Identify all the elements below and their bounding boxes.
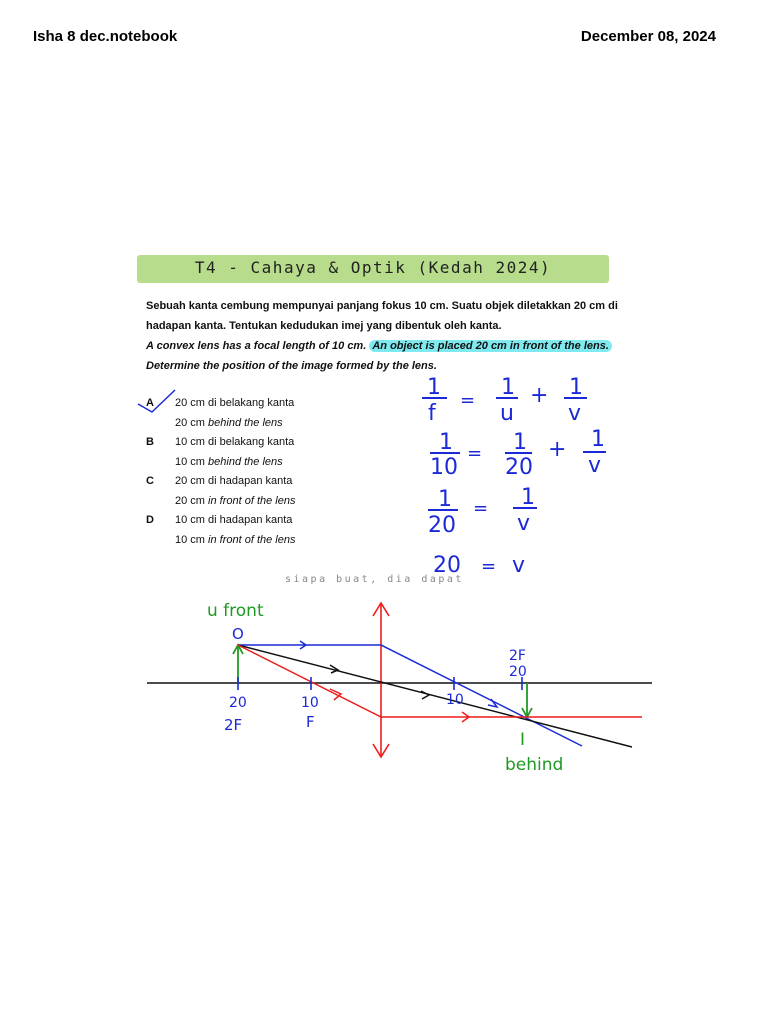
label-behind: behind bbox=[505, 755, 563, 775]
svg-text:=: = bbox=[481, 556, 496, 577]
label-2f-left-value: 20 bbox=[229, 695, 247, 711]
svg-text:v: v bbox=[517, 511, 530, 536]
notebook-name: Isha 8 dec.notebook bbox=[33, 28, 178, 45]
svg-text:1: 1 bbox=[438, 487, 452, 512]
svg-text:20: 20 bbox=[433, 553, 461, 578]
option-letter: A bbox=[146, 397, 154, 409]
svg-text:u: u bbox=[500, 401, 514, 426]
label-object: O bbox=[232, 625, 244, 643]
equation-2: 1 10 = 1 20 + 1 v bbox=[430, 427, 606, 480]
option-malay: 10 cm di hadapan kanta bbox=[175, 514, 293, 526]
title-banner: T4 - Cahaya & Optik (Kedah 2024) bbox=[137, 255, 609, 283]
label-2f-left: 2F bbox=[224, 716, 242, 734]
equation-4: 20 = v bbox=[433, 553, 525, 578]
ray-parallel bbox=[238, 640, 583, 747]
question-malay-line1: Sebuah kanta cembung mempunyai panjang f… bbox=[146, 300, 618, 312]
svg-text:+: + bbox=[548, 437, 566, 462]
option-malay: 20 cm di hadapan kanta bbox=[175, 475, 293, 487]
label-u-front: u front bbox=[207, 601, 264, 621]
svg-text:1: 1 bbox=[513, 430, 527, 455]
option-english: 10 cm behind the lens bbox=[175, 456, 283, 468]
svg-text:1: 1 bbox=[439, 430, 453, 455]
option-malay: 20 cm di belakang kanta bbox=[175, 397, 295, 409]
ray-focal bbox=[237, 644, 642, 723]
option-malay: 10 cm di belakang kanta bbox=[175, 436, 295, 448]
svg-text:10: 10 bbox=[430, 455, 458, 480]
svg-text:1: 1 bbox=[427, 375, 441, 400]
svg-text:1: 1 bbox=[501, 375, 515, 400]
svg-text:1: 1 bbox=[521, 485, 535, 510]
label-2f-right-value: 20 bbox=[509, 664, 527, 680]
svg-text:=: = bbox=[460, 390, 475, 411]
svg-text:v: v bbox=[588, 453, 601, 478]
convex-lens bbox=[372, 601, 390, 759]
ray-centre bbox=[237, 644, 633, 748]
svg-text:1: 1 bbox=[591, 427, 605, 452]
equation-1: 1 f = 1 u + 1 v bbox=[422, 375, 587, 426]
svg-text:20: 20 bbox=[428, 513, 456, 538]
answer-checkmark-icon bbox=[137, 389, 176, 413]
label-f-left: F bbox=[306, 713, 315, 731]
svg-text:v: v bbox=[568, 401, 581, 426]
image-arrow bbox=[521, 683, 533, 719]
question-english-line1: A convex lens has a focal length of 10 c… bbox=[146, 336, 612, 356]
label-2f-right: 2F bbox=[509, 648, 526, 664]
svg-text:20: 20 bbox=[505, 455, 533, 480]
page-date: December 08, 2024 bbox=[580, 28, 716, 45]
question-english-start: A convex lens has a focal length of 10 c… bbox=[146, 340, 367, 352]
option-letter: B bbox=[146, 436, 154, 448]
svg-text:=: = bbox=[467, 443, 482, 464]
ray-diagram: u front O 20 2F 10 F 10 2F 20 I behind bbox=[147, 601, 652, 775]
svg-text:=: = bbox=[473, 498, 488, 519]
option-english: 20 cm behind the lens bbox=[175, 417, 283, 429]
svg-text:1: 1 bbox=[569, 375, 583, 400]
equation-3: 1 20 = 1 v bbox=[428, 485, 537, 538]
question-english-line2: Determine the position of the image form… bbox=[146, 360, 437, 372]
svg-text:v: v bbox=[512, 553, 525, 578]
label-image: I bbox=[520, 730, 525, 750]
caption: siapa buat, dia dapat bbox=[285, 574, 464, 585]
svg-text:f: f bbox=[428, 401, 437, 426]
page-title: T4 - Cahaya & Optik (Kedah 2024) bbox=[194, 258, 552, 277]
svg-text:+: + bbox=[530, 383, 548, 408]
option-letter: C bbox=[146, 475, 154, 487]
option-letter: D bbox=[146, 514, 154, 526]
axis-ticks bbox=[237, 677, 523, 690]
label-f-left-value: 10 bbox=[301, 695, 319, 711]
highlighted-phrase: An object is placed 20 cm in front of th… bbox=[369, 340, 612, 352]
label-f-right-value: 10 bbox=[446, 692, 464, 708]
option-english: 10 cm in front of the lens bbox=[175, 534, 296, 546]
option-english: 20 cm in front of the lens bbox=[175, 495, 296, 507]
question-malay-line2: hadapan kanta. Tentukan kedudukan imej y… bbox=[146, 320, 502, 332]
